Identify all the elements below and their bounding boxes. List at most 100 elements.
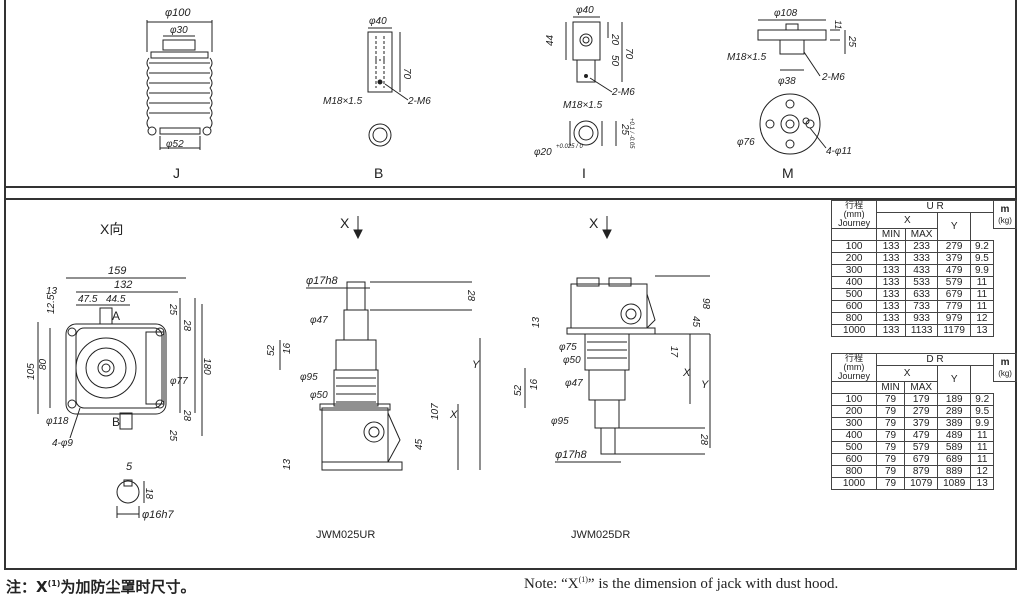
svg-text:φ77: φ77 (170, 376, 188, 387)
drawing-frame (4, 0, 1017, 570)
table-cell: 400 (831, 429, 877, 442)
svg-text:A: A (112, 309, 120, 323)
mass-header: m(kg) (993, 353, 1017, 382)
table-cell: 879 (904, 465, 939, 478)
svg-text:φ47: φ47 (565, 378, 583, 389)
table-cell: 133 (876, 312, 906, 325)
view-b: φ40 70 M18×1.5 2-M6 B (323, 16, 431, 181)
table-cell: 79 (875, 453, 906, 466)
table-cell: 9.2 (969, 240, 994, 253)
svg-text:50: 50 (609, 55, 620, 67)
table-cell: 733 (904, 300, 939, 313)
table-cell: 200 (830, 252, 878, 265)
table-cell: 100 (830, 240, 878, 253)
model-header: D R (875, 353, 995, 366)
svg-text:80: 80 (38, 358, 49, 370)
svg-text:JWM025DR: JWM025DR (571, 529, 630, 541)
table-cell: 279 (937, 240, 971, 253)
svg-text:11: 11 (833, 20, 843, 29)
table-cell: 79 (875, 465, 906, 478)
svg-text:M18×1.5: M18×1.5 (323, 96, 363, 107)
table-cell: 479 (937, 264, 971, 277)
svg-text:5: 5 (126, 461, 133, 473)
svg-text:28: 28 (465, 289, 476, 302)
x-view: X向 159 132 13 47.5 44.5 A B 25 28 12.5 8… (26, 221, 212, 521)
table-cell: 11 (969, 300, 994, 313)
table-cell: 9.9 (969, 264, 994, 277)
table-cell: 9.5 (970, 405, 995, 418)
table-cell: 1179 (937, 324, 971, 337)
separator-line (4, 198, 1017, 200)
top-views: φ100 φ30 φ52 J φ40 70 M18×1.5 2-M6 B (146, 5, 857, 181)
table-cell: 689 (937, 453, 972, 466)
table-cell: 79 (875, 405, 906, 418)
model-header: U R (876, 200, 994, 213)
svg-text:+0.1 / -0.05: +0.1 / -0.05 (628, 118, 634, 149)
ur-view: X φ17h8 28 φ47 52 16 φ95 φ50 Y X 107 45 … (266, 215, 481, 541)
table-cell: 133 (876, 288, 906, 301)
svg-text:φ16h7: φ16h7 (142, 509, 175, 521)
table-cell: 489 (937, 429, 972, 442)
svg-text:φ95: φ95 (300, 372, 318, 383)
table-cell: 133 (876, 240, 906, 253)
table-cell: 100 (831, 393, 877, 406)
table-cell: 333 (904, 252, 939, 265)
table-cell: 1000 (831, 477, 877, 490)
table-cell: 679 (937, 288, 971, 301)
svg-text:2-M6: 2-M6 (407, 96, 431, 107)
svg-text:44: 44 (545, 34, 556, 46)
svg-text:44.5: 44.5 (106, 294, 126, 305)
svg-text:16: 16 (529, 378, 540, 390)
max-header: MAX (904, 381, 939, 394)
max-header: MAX (904, 228, 939, 241)
table-cell: 979 (937, 312, 971, 325)
svg-text:13: 13 (282, 458, 293, 470)
table-cell: 133 (876, 324, 906, 337)
svg-text:B: B (374, 165, 383, 181)
svg-text:12.5: 12.5 (46, 294, 57, 314)
table-cell: 79 (875, 393, 906, 406)
svg-text:φ38: φ38 (778, 76, 796, 87)
table-cell: 79 (875, 417, 906, 430)
svg-text:+0.025 / 0: +0.025 / 0 (556, 144, 584, 150)
table-cell: 633 (904, 288, 939, 301)
table-cell: 1089 (937, 477, 972, 490)
svg-text:Y: Y (472, 359, 480, 371)
svg-text:132: 132 (114, 279, 132, 291)
svg-text:159: 159 (108, 265, 126, 277)
table-cell: 379 (904, 417, 939, 430)
view-m: φ108 11 25 M18×1.5 φ38 2-M6 φ76 4-φ11 M (727, 8, 857, 181)
x-header: X (876, 212, 939, 229)
table-cell: 579 (904, 441, 939, 454)
svg-text:18: 18 (143, 488, 154, 500)
table-cell: 379 (937, 252, 971, 265)
table-cell: 533 (904, 276, 939, 289)
table-cell: 600 (830, 300, 878, 313)
svg-text:70: 70 (401, 68, 412, 80)
svg-text:φ118: φ118 (46, 416, 69, 427)
svg-text:45: 45 (414, 438, 425, 450)
svg-text:φ20: φ20 (534, 147, 552, 158)
table-cell: 9.5 (969, 252, 994, 265)
view-i: φ40 44 20 50 70 2-M6 M18×1.5 φ20 +0.025 … (534, 5, 635, 181)
table-cell: 800 (831, 465, 877, 478)
table-cell: 79 (875, 429, 906, 442)
svg-text:φ50: φ50 (310, 390, 328, 401)
table-cell: 200 (831, 405, 877, 418)
note-chinese: 注：X(1)为加防尘罩时尺寸。 (6, 578, 196, 596)
min-header: MIN (876, 228, 906, 241)
svg-text:Y: Y (701, 379, 709, 391)
table-cell: 179 (904, 393, 939, 406)
